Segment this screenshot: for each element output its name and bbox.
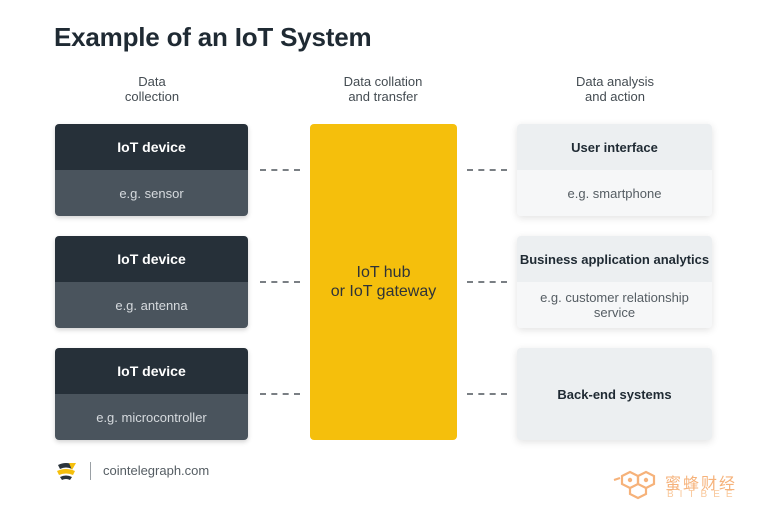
watermark-chinese: 蜜蜂财经 [665,476,738,493]
device-example: e.g. antenna [55,282,248,328]
device-example: e.g. microcontroller [55,394,248,440]
device-title: IoT device [55,124,248,170]
column-header-data-collection: Data collection [52,74,252,104]
connector-dashed-line [467,281,507,283]
iot-device-antenna: IoT device e.g. antenna [55,236,248,328]
output-title: User interface [517,124,712,170]
footer-divider [90,462,91,480]
column-header-label: Data collection [124,74,180,104]
connector-dashed-line [260,393,300,395]
output-example: e.g. smartphone [517,170,712,216]
output-title: Back-end systems [557,386,672,402]
output-example-text: e.g. customer relationship service [540,290,689,320]
output-user-interface: User interface e.g. smartphone [517,124,712,216]
output-business-analytics: Business application analytics e.g. cust… [517,236,712,328]
column-header-label: Data analysis and action [575,74,655,104]
column-header-label: Data collation and transfer [343,74,423,104]
connector-dashed-line [467,393,507,395]
iot-hub-gateway: IoT hub or IoT gateway [310,124,457,440]
device-example: e.g. sensor [55,170,248,216]
output-example: e.g. customer relationship service [517,282,712,328]
connector-dashed-line [467,169,507,171]
column-header-data-analysis: Data analysis and action [515,74,715,104]
page-title: Example of an IoT System [54,22,372,52]
hub-label: IoT hub or IoT gateway [330,264,437,300]
watermark-english: BITBEE [667,489,739,500]
bitbee-watermark-icon [613,470,656,500]
device-title: IoT device [55,348,248,394]
output-title: Business application analytics [517,236,712,282]
connector-dashed-line [260,169,300,171]
device-title: IoT device [55,236,248,282]
connector-dashed-line [260,281,300,283]
iot-device-sensor: IoT device e.g. sensor [55,124,248,216]
output-back-end-systems: Back-end systems [517,348,712,440]
footer-source: cointelegraph.com [103,463,210,478]
column-header-data-transfer: Data collation and transfer [283,74,483,104]
cointelegraph-logo-icon [57,463,76,480]
iot-device-microcontroller: IoT device e.g. microcontroller [55,348,248,440]
